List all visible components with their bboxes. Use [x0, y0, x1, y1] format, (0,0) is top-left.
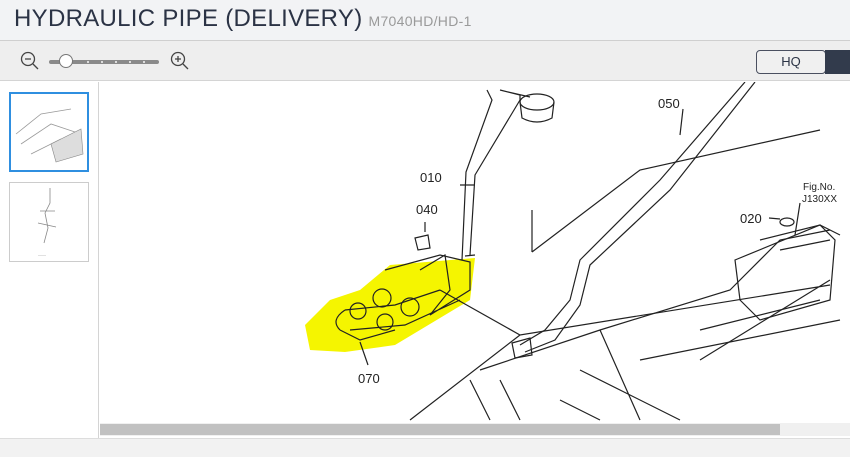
title-text: HYDRAULIC PIPE (DELIVERY)	[14, 5, 363, 32]
fig-no-label: Fig.No.	[803, 182, 835, 193]
header: HYDRAULIC PIPE (DELIVERY) M7040HD/HD-1	[0, 0, 850, 41]
hq-toggle-off[interactable]	[825, 50, 850, 74]
footer-bar	[0, 438, 850, 457]
label-050[interactable]: 050	[658, 96, 680, 111]
model-label: M7040HD/HD-1	[368, 13, 472, 29]
page-title: HYDRAULIC PIPE (DELIVERY) M7040HD/HD-1	[14, 5, 472, 33]
hq-button[interactable]: HQ	[756, 50, 826, 74]
thumbnail-2[interactable]: ——	[9, 182, 89, 262]
horizontal-scrollbar[interactable]	[100, 423, 850, 436]
zoom-in-icon[interactable]	[170, 51, 190, 71]
toolbar: HQ	[0, 41, 850, 81]
thumbnail-sidebar: ——	[0, 82, 99, 438]
label-020[interactable]: 020	[740, 211, 762, 226]
fig-no-value[interactable]: J130XX	[802, 194, 837, 205]
label-040[interactable]: 040	[416, 202, 438, 217]
scrollbar-thumb[interactable]	[100, 424, 780, 435]
zoom-out-icon[interactable]	[20, 51, 40, 71]
svg-text:——: ——	[38, 252, 46, 257]
thumbnail-1[interactable]	[9, 92, 89, 172]
label-070[interactable]: 070	[358, 371, 380, 386]
label-010[interactable]: 010	[420, 170, 442, 185]
zoom-slider-thumb[interactable]	[58, 54, 73, 68]
parts-diagram[interactable]: 010 050 040 020 070 Fig.No. J130XX	[100, 82, 850, 438]
